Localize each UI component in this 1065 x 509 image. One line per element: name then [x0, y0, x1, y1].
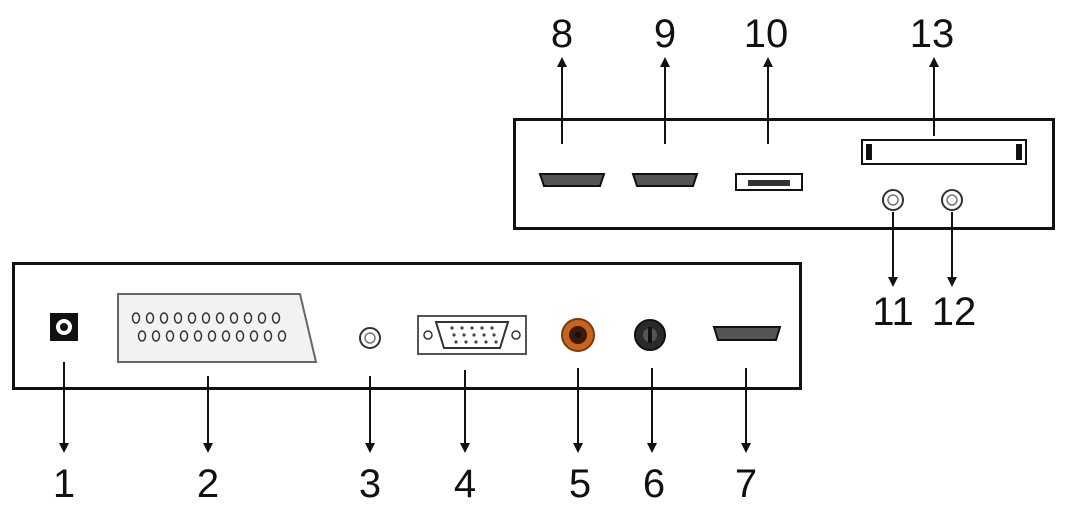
scart-pin	[249, 330, 259, 342]
vga-pin	[492, 333, 496, 337]
scart-pin	[173, 312, 183, 324]
scart-pin	[165, 330, 175, 342]
label-6: 6	[642, 462, 666, 506]
scart-pin	[229, 312, 239, 324]
scart-pin	[179, 330, 189, 342]
vga-pin	[482, 333, 486, 337]
audio-jack-3-icon	[359, 327, 381, 349]
hdmi-port-9-icon	[631, 173, 699, 187]
scart-pin	[263, 330, 273, 342]
vga-pin	[454, 340, 458, 344]
scart-pin	[277, 330, 287, 342]
vga-pin	[462, 333, 466, 337]
vga-pin	[450, 326, 454, 330]
usb-port-icon	[735, 173, 803, 191]
label-4: 4	[453, 462, 477, 506]
scart-pin	[187, 312, 197, 324]
vga-pin	[474, 340, 478, 344]
rca-jack-orange-icon	[561, 318, 595, 352]
label-12: 12	[931, 290, 977, 334]
scart-pin	[145, 312, 155, 324]
label-2: 2	[196, 462, 220, 506]
scart-pin	[243, 312, 253, 324]
scart-pin	[151, 330, 161, 342]
vga-pin	[470, 326, 474, 330]
label-10: 10	[743, 12, 789, 56]
scart-pin	[137, 330, 147, 342]
vga-connector-icon	[417, 315, 527, 355]
label-13: 13	[909, 12, 955, 56]
scart-pin	[131, 312, 141, 324]
scart-pin	[221, 330, 231, 342]
common-interface-slot-icon	[861, 139, 1027, 165]
vga-pin	[464, 340, 468, 344]
label-3: 3	[358, 462, 382, 506]
vga-pin	[480, 326, 484, 330]
vga-pin	[490, 326, 494, 330]
label-9: 9	[653, 12, 677, 56]
label-8: 8	[550, 12, 574, 56]
audio-jack-12-icon	[941, 189, 963, 211]
scart-connector-icon	[117, 293, 318, 363]
audio-jack-11-icon	[882, 189, 904, 211]
scart-pin	[201, 312, 211, 324]
hdmi-port-7-icon	[712, 326, 782, 341]
label-1: 1	[52, 462, 76, 506]
scart-pin	[271, 312, 281, 324]
hdmi-port-8-icon	[538, 173, 606, 187]
scart-pin	[215, 312, 225, 324]
scart-pin	[235, 330, 245, 342]
scart-pin	[159, 312, 169, 324]
vga-pin	[472, 333, 476, 337]
vga-pin	[494, 340, 498, 344]
vga-pin	[460, 326, 464, 330]
label-11: 11	[872, 290, 914, 334]
scart-pin	[193, 330, 203, 342]
vga-pin	[484, 340, 488, 344]
label-5: 5	[568, 462, 592, 506]
rca-jack-black-icon	[634, 319, 666, 351]
dc-power-jack-icon	[50, 313, 78, 341]
vga-pin	[452, 333, 456, 337]
scart-pin	[207, 330, 217, 342]
label-7: 7	[734, 462, 758, 506]
scart-pin	[257, 312, 267, 324]
